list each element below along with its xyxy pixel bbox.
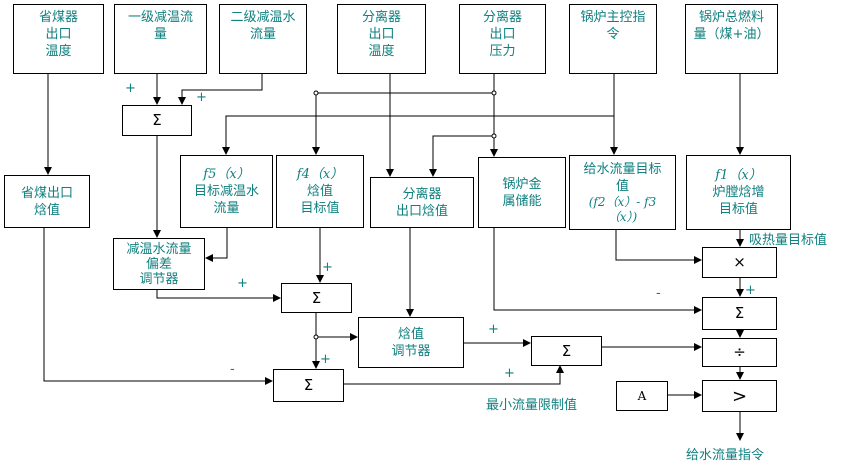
sep-outlet-press-box: 分离器 出口 压力 [459,4,546,74]
attemp1-flow-box: 一级减温流 量 [114,4,207,74]
fw-cmd-label: 给水流量指令 [686,448,765,463]
f1-body: 炉膛焓增 目标值 [712,185,765,217]
f5-body: 目标减温水 流量 [193,184,259,216]
f4-title: f4（x） [296,167,344,182]
f4-enthalpy-target-box: f4（x） 焓值 目标值 [276,155,364,228]
sum-right-block: Σ [702,297,777,330]
sign-minus: - [230,362,235,377]
sum-mid-block: Σ [281,283,352,313]
attemp-dev-controller-box: 减温水流量 偏差 调节器 [113,238,205,290]
sign-minus: - [656,286,661,301]
sign-plus: + [745,283,756,298]
heat-target-label: 吸热量目标值 [749,233,828,248]
divide-block: ÷ [702,338,777,367]
sign-plus: + [237,276,248,291]
f4-body: 焓值 目标值 [300,184,340,216]
sign-plus: + [504,366,515,381]
total-fuel-box: 锅炉总燃料 量（煤+油） [685,4,778,74]
sep-outlet-temp-box: 分离器 出口 温度 [337,4,426,74]
sign-plus: + [320,352,331,367]
enthalpy-controller-box: 焓值 调节器 [358,317,464,368]
sign-plus: + [322,260,333,275]
attemp2-flow-box: 二级减温水 流量 [219,4,307,74]
boiler-master-box: 锅炉主控指 令 [569,4,657,74]
f1-furnace-enthalpy-box: f1（x） 炉膛焓增 目标值 [686,155,791,230]
eco-enthalpy-box: 省煤出口 焓值 [4,175,90,228]
min-flow-label: 最小流量限制值 [486,398,578,413]
sign-plus: + [125,81,136,96]
f5-title: f5（x） [203,167,250,182]
fw-target-title: 给水流量目标 值 [583,161,662,194]
fw-target-box: 给水流量目标 值 (f2（x）- f3 （x）) [569,155,676,230]
fw-target-formula: (f2（x）- f3 （x）) [588,194,657,224]
sep-enthalpy-box: 分离器 出口焓值 [370,177,474,228]
sign-plus: + [196,90,207,105]
sum-top-block: Σ [122,105,192,136]
constant-a-box: A [616,381,668,411]
f1-title: f1（x） [715,168,762,183]
multiply-block: × [702,247,777,278]
sum-bottom-block: Σ [273,369,344,402]
greater-than-block: > [702,380,777,412]
sum-low-block: Σ [531,336,602,366]
eco-outlet-temp-box: 省煤器 出口 温度 [13,4,104,74]
sign-plus: + [488,322,499,337]
metal-storage-box: 锅炉金 属储能 [478,157,566,228]
f5-target-attemp-box: f5（x） 目标减温水 流量 [180,155,273,228]
